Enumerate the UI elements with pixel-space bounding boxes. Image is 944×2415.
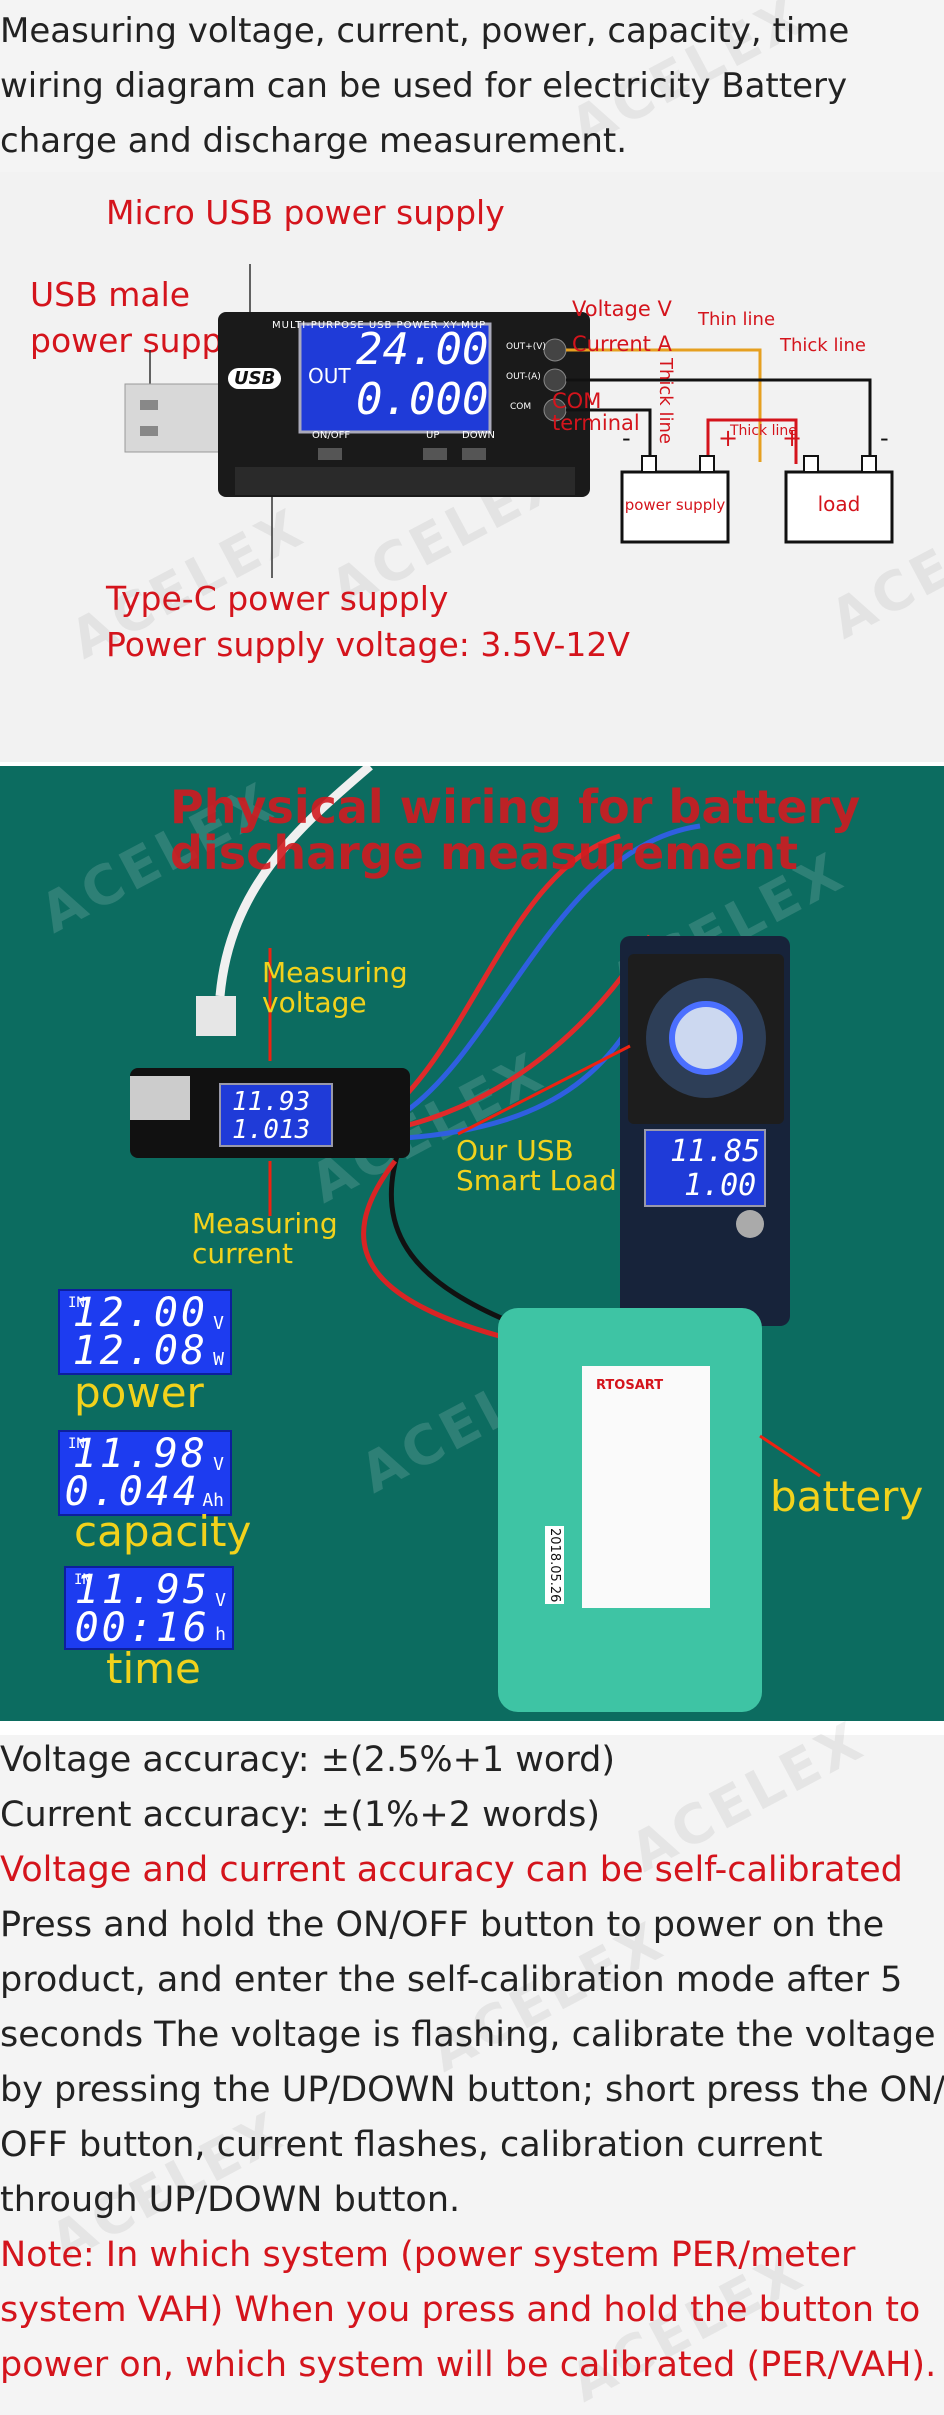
measuring-current-line-2: current (192, 1237, 294, 1270)
accuracy-text-section: ACELEX ACELEX ACELEX ACELEX Voltage accu… (0, 1709, 944, 2415)
photo-title-line-2: discharge measurement (170, 826, 799, 880)
thick-line-top-label: Thick line (780, 335, 866, 356)
battery-date-label: 2018.05.26 (545, 1526, 564, 1605)
lcd-in-label: IN (68, 1436, 85, 1452)
voltage-range-label: Power supply voltage: 3.5V-12V (106, 625, 630, 664)
power-supply-minus: - (622, 424, 631, 452)
terminal-com-label: COM (510, 402, 532, 412)
instruction-line-5: OFF button, current flashes, calibration… (0, 2125, 823, 2165)
terminal-label: terminal (552, 411, 640, 435)
intro-line-3: charge and discharge measurement. (0, 121, 628, 161)
capacity-panel-voltage: 11.98 (72, 1431, 208, 1477)
our-usb-line-2: Smart Load (456, 1164, 617, 1197)
device-header: MULTI-PURPOSE USB POWER XY-MUP (272, 320, 487, 331)
current-a-label: Current A (572, 332, 672, 356)
time-lcd-panel: IN 11.95 V 00:16 h (64, 1566, 234, 1650)
thick-line-small-label: Thick line (730, 423, 797, 439)
power-panel-watts-unit: W (213, 1349, 224, 1370)
photo-title-line-1: Physical wiring for battery (170, 780, 861, 834)
time-panel-voltage: 11.95 (74, 1567, 210, 1613)
capacity-lcd-panel: IN 11.98 V 0.044 Ah (58, 1430, 232, 1516)
capacity-panel-ah: 0.044 (64, 1469, 200, 1515)
micro-usb-label: Micro USB power supply (106, 193, 505, 232)
instruction-line-1: Press and hold the ON/OFF button to powe… (0, 1905, 885, 1945)
measuring-current-line-1: Measuring (192, 1207, 338, 1240)
typec-label: Type-C power supply (106, 579, 449, 618)
load-voltage-readout: 11.85 (670, 1134, 761, 1169)
terminal-out-v-label: OUT+(V) (506, 342, 546, 352)
lcd-in-label: IN (74, 1572, 91, 1588)
self-calibration-note: Voltage and current accuracy can be self… (0, 1850, 903, 1890)
measuring-voltage-label: Measuring voltage (262, 958, 408, 1018)
intro-line-2: wiring diagram can be used for electrici… (0, 66, 848, 106)
battery-brand-label: RTOSART (596, 1378, 664, 1393)
power-panel-voltage-unit: V (213, 1313, 224, 1334)
instruction-line-3: seconds The voltage is flashing, calibra… (0, 2015, 936, 2055)
note-line-2: system VAH) When you press and hold the … (0, 2290, 921, 2330)
com-label: COM (552, 389, 602, 413)
com-terminal-label: COM terminal (552, 390, 640, 434)
time-panel-duration-unit: h (215, 1624, 226, 1645)
measuring-current-label: Measuring current (192, 1209, 338, 1269)
device-voltage-readout: 24.00 (356, 324, 489, 375)
usb-male-label-2: power supply (30, 321, 252, 360)
usb-logo: USB (228, 368, 282, 389)
voltage-accuracy: Voltage accuracy: ±(2.5%+1 word) (0, 1740, 615, 1780)
instruction-line-6: through UP/DOWN button. (0, 2180, 461, 2220)
power-supply-label: power supply (624, 496, 726, 514)
intro-text: Measuring voltage, current, power, capac… (0, 4, 940, 169)
power-panel-voltage: 12.00 (72, 1290, 208, 1336)
battery-label: battery (770, 1472, 924, 1521)
note-line-1: Note: In which system (power system PER/… (0, 2235, 856, 2275)
time-panel-voltage-unit: V (215, 1590, 226, 1611)
load-current-readout: 1.00 (684, 1168, 757, 1203)
wiring-diagram-graphic (124, 264, 894, 578)
down-button-label: DOWN (462, 430, 495, 441)
time-panel-duration: 00:16 (74, 1605, 210, 1651)
photo-title: Physical wiring for battery discharge me… (170, 784, 860, 876)
capacity-panel-ah-unit: Ah (202, 1490, 224, 1511)
up-button-label: UP (426, 430, 440, 441)
usb-male-label-1: USB male (30, 275, 191, 314)
terminal-out-a-label: OUT-(A) (506, 372, 541, 382)
device-out-label: OUT (308, 364, 351, 388)
lcd-in-label: IN (68, 1295, 85, 1311)
meter-current-readout: 1.013 (232, 1115, 311, 1145)
device-current-readout: 0.000 (356, 374, 489, 425)
load-plus: + (782, 424, 803, 452)
capacity-panel-voltage-unit: V (213, 1454, 224, 1475)
intro-line-1: Measuring voltage, current, power, capac… (0, 11, 850, 51)
current-accuracy: Current accuracy: ±(1%+2 words) (0, 1795, 601, 1835)
capacity-label: capacity (74, 1507, 252, 1556)
photo-graphic (130, 766, 821, 1712)
our-usb-smart-load-label: Our USB Smart Load (456, 1136, 617, 1196)
instruction-line-2: product, and enter the self-calibration … (0, 1960, 903, 2000)
measuring-voltage-line-2: voltage (262, 986, 367, 1019)
time-label: time (106, 1644, 201, 1693)
onoff-button-label: ON/OFF (312, 430, 351, 441)
our-usb-line-1: Our USB (456, 1134, 574, 1167)
meter-voltage-readout: 11.93 (232, 1087, 311, 1117)
measuring-voltage-line-1: Measuring (262, 956, 408, 989)
wiring-diagram-section: ACELEX ACELEX ACELEX Micro USB power sup… (0, 172, 944, 762)
instruction-line-4: by pressing the UP/DOWN button; short pr… (0, 2070, 944, 2110)
note-line-3: power on, which system will be calibrate… (0, 2345, 937, 2385)
load-label: load (817, 492, 861, 516)
power-panel-watts: 12.08 (72, 1328, 208, 1374)
power-supply-plus: + (718, 424, 739, 452)
power-label: power (74, 1368, 204, 1417)
thick-line-vertical-label: Thick line (655, 358, 676, 444)
voltage-v-label: Voltage V (572, 297, 672, 321)
power-lcd-panel: IN 12.00 V 12.08 W (58, 1289, 232, 1375)
thin-line-label: Thin line (698, 309, 776, 330)
intro-section: Measuring voltage, current, power, capac… (0, 0, 944, 172)
load-minus: - (880, 424, 889, 452)
physical-wiring-photo: ACELEX ACELEX ACELEX ACELEX P (0, 766, 944, 1721)
